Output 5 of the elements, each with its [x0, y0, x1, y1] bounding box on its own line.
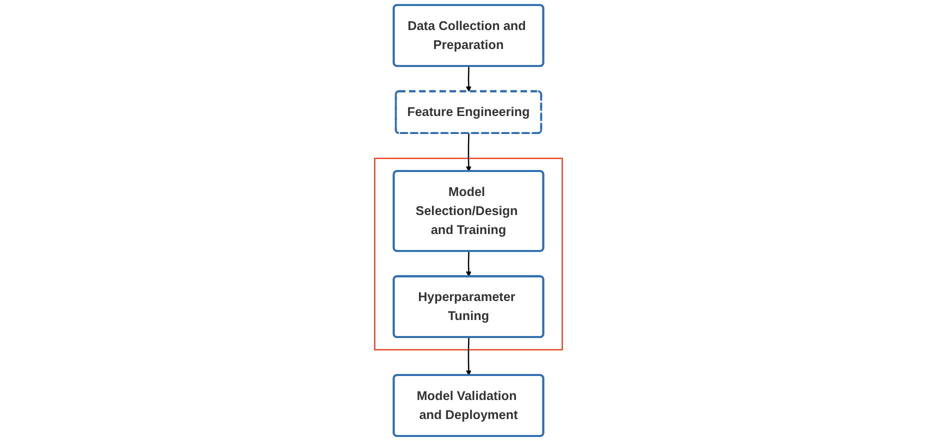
arrow [466, 133, 472, 172]
cluster [374, 158, 563, 350]
arrow [466, 251, 472, 277]
arrow [466, 66, 472, 92]
arrow [466, 337, 472, 376]
